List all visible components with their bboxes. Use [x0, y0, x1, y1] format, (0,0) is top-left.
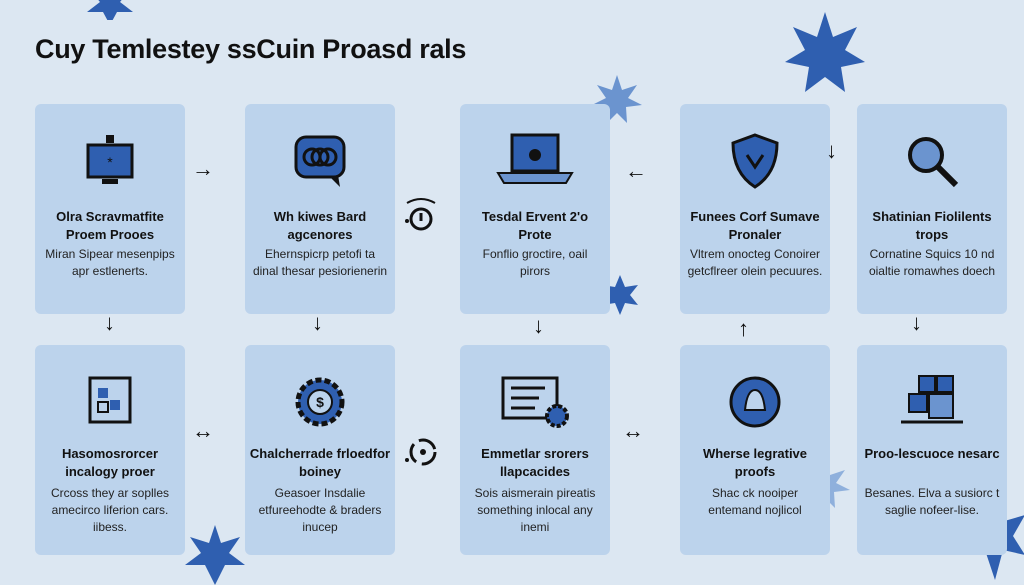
- step-card: $ Chalcherrade frloedfor boiney Geasoer …: [245, 345, 395, 555]
- signal-icon: [405, 198, 436, 231]
- laptop-lock-icon: [460, 126, 610, 196]
- card-text: Shac ck nooiper entemand nojlicol: [708, 486, 802, 517]
- arrow-down-icon: ↓: [104, 310, 115, 335]
- arrow-down-icon: ↓: [312, 310, 323, 335]
- card-title: Funees Corf Sumave Pronaler: [690, 209, 820, 242]
- dollar-gear-icon: $: [245, 367, 395, 437]
- document-grid-icon: [35, 367, 185, 437]
- step-card: Funees Corf Sumave Pronaler Vltrem onoct…: [680, 104, 830, 314]
- arrow-down-icon: ↓: [826, 138, 837, 163]
- card-text: Besanes. Elva a susiorc t saglie nofeer-…: [864, 486, 1000, 517]
- card-title: Wh kiwes Bard agcenores: [273, 209, 367, 242]
- card-text: Vltrem onocteg Conoirer getcflreer olein…: [687, 247, 823, 278]
- page-title: Cuy Temlestey ssCuin Proasd rals: [35, 34, 467, 64]
- card-text: Ehernspicrp petofi ta dinal thesar pesio…: [252, 247, 388, 278]
- signal-icon: [405, 438, 437, 466]
- chat-bubble-icon: [245, 126, 395, 196]
- arrow-down-icon: ↓: [911, 310, 922, 335]
- computer-icon: *: [35, 126, 185, 196]
- magnifier-icon: [857, 126, 1007, 196]
- card-title: Emmetlar srorers llapcacides: [481, 446, 589, 479]
- step-card: Wh kiwes Bard agcenores Ehernspicrp peto…: [245, 104, 395, 314]
- shield-icon: [680, 126, 830, 196]
- star-icon: [785, 12, 865, 92]
- step-card: Wherse legrative proofs Shac ck nooiper …: [680, 345, 830, 555]
- blocks-icon: [857, 367, 1007, 437]
- step-card: Emmetlar srorers llapcacides Sois aismer…: [460, 345, 610, 555]
- card-title: Wherse legrative proofs: [702, 446, 808, 479]
- arrow-down-icon: ↓: [533, 313, 544, 338]
- step-card: * Olra Scravmatfite Proem Prooes Miran S…: [35, 104, 185, 314]
- card-title: Chalcherrade frloedfor boiney: [249, 446, 391, 479]
- step-card: Hasomosrorcer incalogy proer Crcoss they…: [35, 345, 185, 555]
- arrow-left-icon: ←: [625, 158, 647, 183]
- card-text: Sois aismerain pireatis something inloca…: [474, 486, 596, 534]
- card-title: Hasomosrorcer incalogy proer: [61, 446, 159, 479]
- card-title: Olra Scravmatfite Proem Prooes: [56, 209, 164, 242]
- card-text: Cornatine Squics 10 nd oialtie romawhes …: [868, 247, 996, 278]
- svg-text:*: *: [107, 154, 113, 170]
- card-title: Shatinian Fiolilents trops: [872, 209, 992, 242]
- star-icon: [185, 525, 245, 585]
- card-text: Crcoss they ar soplles amecirco liferion…: [50, 486, 170, 534]
- star-icon: [592, 75, 642, 123]
- star-icon: [87, 0, 133, 20]
- arrow-right-icon: →: [192, 156, 214, 181]
- step-card: Tesdal Ervent 2'o Prote Fonflio groctire…: [460, 104, 610, 314]
- card-title: Tesdal Ervent 2'o Prote: [481, 209, 589, 242]
- card-text: Fonflio groctire, oail pirors: [482, 247, 588, 278]
- arrow-up-icon: ↑: [738, 316, 749, 341]
- svg-text:$: $: [316, 394, 324, 410]
- form-gear-icon: [460, 367, 610, 437]
- bell-icon: [680, 367, 830, 437]
- card-text: Miran Sipear mesenpips apr estlenerts.: [45, 247, 175, 278]
- card-text: Geasoer Insdalie etfureehodte & braders …: [258, 486, 382, 534]
- arrow-both-icon: ↔: [622, 418, 644, 443]
- card-title: Proo-lescuoce nesarc: [864, 446, 1000, 461]
- step-card: Proo-lescuoce nesarc Besanes. Elva a sus…: [857, 345, 1007, 555]
- step-card: Shatinian Fiolilents trops Cornatine Squ…: [857, 104, 1007, 314]
- arrow-both-icon: ↔: [192, 418, 214, 443]
- star-icon: [602, 275, 638, 315]
